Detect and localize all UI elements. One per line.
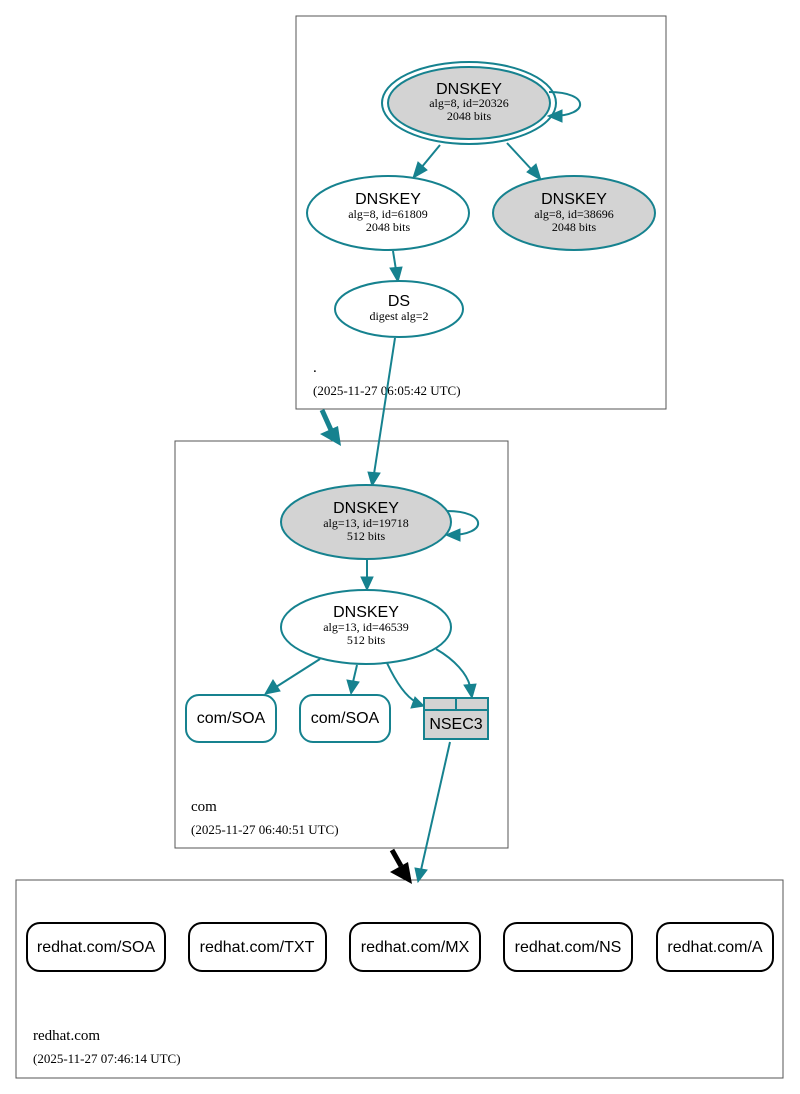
edge-com-ksk-self-head: [444, 528, 461, 542]
zone-root-name: .: [313, 360, 317, 376]
edge-com-ksk-self: [446, 510, 479, 536]
node-root-zsk2-line1: alg=8, id=38696: [534, 207, 614, 221]
node-com-soa-2-label: com/SOA: [311, 710, 380, 727]
edge-nsec3-to-redhat: [420, 741, 451, 871]
edge-com-zsk-to-soa1: [275, 658, 321, 688]
node-com-ksk-line2: 512 bits: [347, 529, 386, 543]
edge-root-ksk-to-zsk2-head: [526, 163, 542, 182]
edge-nsec3-to-redhat-head: [414, 867, 428, 884]
node-root-ds[interactable]: DS digest alg=2: [334, 280, 464, 338]
node-root-zsk2[interactable]: DNSKEY alg=8, id=38696 2048 bits: [492, 175, 656, 251]
edge-root-ksk-self: [548, 91, 581, 117]
record-redhat-mx-label: redhat.com/MX: [361, 939, 470, 956]
edge-root-ksk-to-zsk-head: [412, 161, 428, 180]
delegation-root-to-com-head: [320, 426, 341, 446]
delegation-com-to-redhat-head: [390, 862, 412, 884]
edge-root-ksk-to-zsk: [420, 144, 441, 169]
node-com-zsk-line2: 512 bits: [347, 633, 386, 647]
node-root-ksk[interactable]: DNSKEY alg=8, id=20326 2048 bits: [381, 61, 557, 145]
record-redhat-soa[interactable]: redhat.com/SOA: [26, 922, 166, 972]
edge-com-zsk-to-soa2: [352, 664, 358, 683]
node-root-ds-line1: digest alg=2: [369, 309, 428, 323]
record-redhat-soa-label: redhat.com/SOA: [37, 939, 156, 956]
node-root-zsk2-title: DNSKEY: [541, 191, 607, 208]
node-com-soa-2[interactable]: com/SOA: [299, 694, 391, 743]
delegation-root-to-com: [319, 408, 334, 432]
node-com-soa-1[interactable]: com/SOA: [185, 694, 277, 743]
edge-com-zsk-to-soa1-head: [264, 679, 281, 695]
node-root-ksk-title: DNSKEY: [436, 81, 502, 98]
node-com-nsec3[interactable]: NSEC3: [423, 697, 489, 740]
edge-com-zsk-to-nsec3-a-head: [410, 696, 426, 709]
node-root-zsk-line2: 2048 bits: [366, 220, 411, 234]
zone-com-box: [174, 440, 509, 849]
record-redhat-ns[interactable]: redhat.com/NS: [503, 922, 633, 972]
node-com-nsec3-label: NSEC3: [429, 716, 482, 733]
edge-ds-to-com-ksk-head: [367, 471, 381, 488]
node-root-zsk2-line2: 2048 bits: [552, 220, 597, 234]
node-root-zsk-title: DNSKEY: [355, 191, 421, 208]
record-redhat-a-label: redhat.com/A: [667, 939, 762, 956]
zone-com-name: com: [191, 799, 217, 815]
zone-root-box: [295, 15, 667, 410]
record-redhat-a[interactable]: redhat.com/A: [656, 922, 774, 972]
node-com-zsk-title: DNSKEY: [333, 604, 399, 621]
node-root-ksk-line2: 2048 bits: [447, 109, 492, 123]
node-root-zsk[interactable]: DNSKEY alg=8, id=61809 2048 bits: [306, 175, 470, 251]
zone-redhat-box: [15, 879, 784, 1079]
node-com-ksk-line1: alg=13, id=19718: [323, 516, 409, 530]
zone-redhat-timestamp: (2025-11-27 07:46:14 UTC): [33, 1051, 181, 1066]
node-com-zsk[interactable]: DNSKEY alg=13, id=46539 512 bits: [280, 589, 452, 665]
edge-com-zsk-to-nsec3-b: [435, 648, 471, 687]
edge-root-zsk-to-ds-head: [389, 266, 403, 284]
node-com-soa-1-label: com/SOA: [197, 710, 266, 727]
node-com-ksk-title: DNSKEY: [333, 500, 399, 517]
edge-com-zsk-to-nsec3-b-head: [463, 683, 477, 700]
edge-com-zsk-to-soa2-head: [346, 679, 360, 696]
node-root-zsk-line1: alg=8, id=61809: [348, 207, 428, 221]
edge-root-ksk-to-zsk2: [506, 142, 533, 171]
edge-com-ksk-to-zsk-head: [360, 576, 374, 592]
delegation-com-to-redhat: [389, 848, 404, 868]
zone-com-timestamp: (2025-11-27 06:40:51 UTC): [191, 822, 339, 837]
node-com-zsk-line1: alg=13, id=46539: [323, 620, 409, 634]
edge-ds-to-com-ksk: [373, 337, 396, 475]
record-redhat-ns-label: redhat.com/NS: [515, 939, 622, 956]
record-redhat-txt[interactable]: redhat.com/TXT: [188, 922, 327, 972]
record-redhat-mx[interactable]: redhat.com/MX: [349, 922, 481, 972]
edge-root-zsk-to-ds: [392, 250, 397, 271]
edge-com-zsk-to-nsec3-a: [386, 662, 417, 703]
node-root-ds-title: DS: [388, 293, 410, 310]
zone-redhat-name: redhat.com: [33, 1028, 100, 1044]
edge-root-ksk-self-head: [546, 109, 563, 123]
node-root-ksk-line1: alg=8, id=20326: [429, 96, 509, 110]
node-com-ksk[interactable]: DNSKEY alg=13, id=19718 512 bits: [280, 484, 452, 560]
record-redhat-txt-label: redhat.com/TXT: [200, 939, 315, 956]
